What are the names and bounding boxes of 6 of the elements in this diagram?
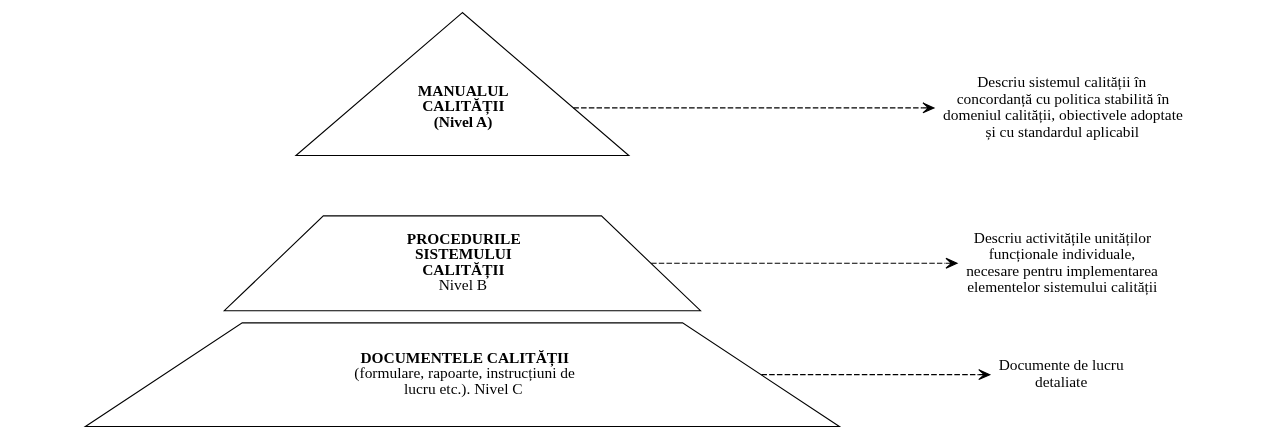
node-text: Descriu sistemul calității în concordanță cu politica stabilită în domeniul calității, obiectivele adoptate și cu standardul aplicabil	[942, 73, 1183, 140]
arrow	[572, 102, 934, 114]
node-text: Documente de lucru detaliate	[998, 356, 1124, 390]
node-text: Descriu activitățile unităților funcționale individuale, necesare pentru implementarea elementelor sistemului calității	[965, 228, 1158, 296]
arrow	[760, 369, 990, 381]
arrow	[650, 257, 958, 269]
